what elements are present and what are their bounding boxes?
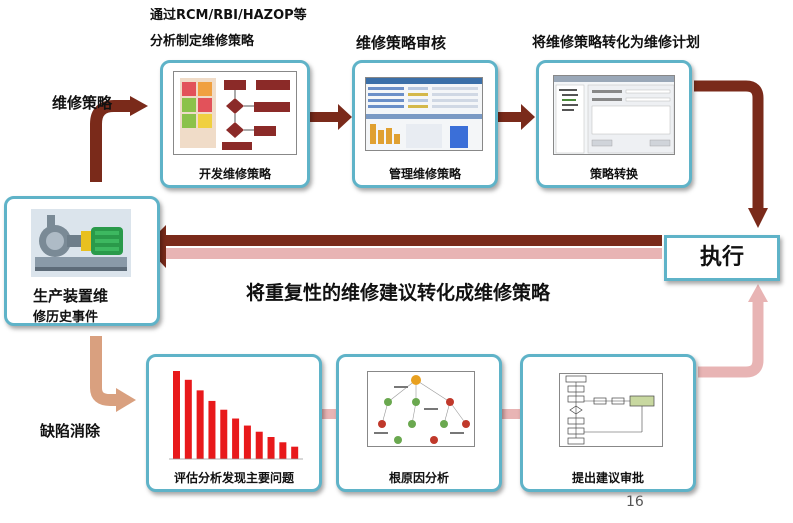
caption-transform: 策略转换 xyxy=(589,167,638,181)
arrow-head-manage xyxy=(338,104,352,130)
arrow-execute-to-history-light xyxy=(164,248,662,259)
arrow-manage-to-transform xyxy=(497,112,523,122)
top-note-line2: 分析制定维修策略 xyxy=(150,34,255,49)
execute-box[interactable]: 执行 xyxy=(664,235,780,281)
box-strategy-transform[interactable]: 策略转换 xyxy=(536,60,692,188)
arrow-head-strategy xyxy=(130,96,148,116)
bar-11 xyxy=(291,446,299,459)
caption-history-line1: 生产装置维 xyxy=(33,287,109,305)
bar-3 xyxy=(196,390,204,459)
page-number: 16 xyxy=(626,494,644,510)
box-root-cause[interactable]: 根原因分析 xyxy=(336,354,502,492)
caption-approve: 提出建议审批 xyxy=(571,471,644,485)
heading-review: 维修策略审核 xyxy=(356,34,447,52)
bar-1 xyxy=(173,371,180,459)
bar-5 xyxy=(220,409,228,459)
box-develop-strategy[interactable]: 开发维修策略 xyxy=(160,60,310,188)
root-cause-tree-thumbnail xyxy=(367,371,475,447)
software-window-thumbnail xyxy=(553,75,675,155)
bar-2 xyxy=(184,379,192,459)
flowchart-thumbnail xyxy=(173,71,297,155)
arrow-head-execute-light xyxy=(748,284,768,302)
bar-10 xyxy=(279,442,287,459)
caption-history-line2: 修历史事件 xyxy=(33,310,99,325)
arrow-approve-to-execute xyxy=(698,300,764,378)
caption-manage: 管理维修策略 xyxy=(388,167,461,181)
box-production-history[interactable]: 生产装置维 修历史事件 xyxy=(4,196,160,326)
arrow-history-to-defect xyxy=(90,336,118,406)
caption-rootcause: 根原因分析 xyxy=(388,471,449,485)
bar-7 xyxy=(243,425,251,459)
arrow-head-transform xyxy=(521,104,535,130)
arrow-execute-to-history-dark xyxy=(164,235,662,246)
box-evaluate-issues[interactable]: 评估分析发现主要问题 xyxy=(146,354,322,492)
bar-8 xyxy=(255,431,263,459)
arrow-evaluate-to-rootcause xyxy=(316,409,350,419)
arrow-head-defect xyxy=(116,388,136,412)
box-approve-suggestions[interactable]: 提出建议审批 xyxy=(520,354,696,492)
top-note-line1: 通过RCM/RBI/HAZOP等 xyxy=(150,8,307,23)
label-defect: 缺陷消除 xyxy=(40,422,101,440)
heading-convert: 将维修策略转化为维修计划 xyxy=(532,35,700,51)
strategy-table-thumbnail xyxy=(365,77,483,151)
arrow-head-execute xyxy=(748,208,768,228)
arrow-history-to-strategy xyxy=(90,100,132,182)
box-manage-strategy[interactable]: 管理维修策略 xyxy=(352,60,498,188)
arrow-develop-to-manage xyxy=(306,112,340,122)
heading-main: 将重复性的维修建议转化成维修策略 xyxy=(246,282,551,304)
label-strategy: 维修策略 xyxy=(52,94,113,112)
bar-6 xyxy=(232,418,240,459)
arrow-transform-to-execute xyxy=(694,80,764,210)
caption-develop: 开发维修策略 xyxy=(198,167,271,181)
caption-evaluate: 评估分析发现主要问题 xyxy=(173,471,294,485)
bar-9 xyxy=(267,437,275,459)
arrow-rootcause-to-approve xyxy=(498,409,524,419)
pump-equipment-image xyxy=(31,209,131,277)
bar-4 xyxy=(208,400,216,459)
pareto-bar-chart xyxy=(169,371,303,460)
approval-flowchart-thumbnail xyxy=(559,373,663,447)
